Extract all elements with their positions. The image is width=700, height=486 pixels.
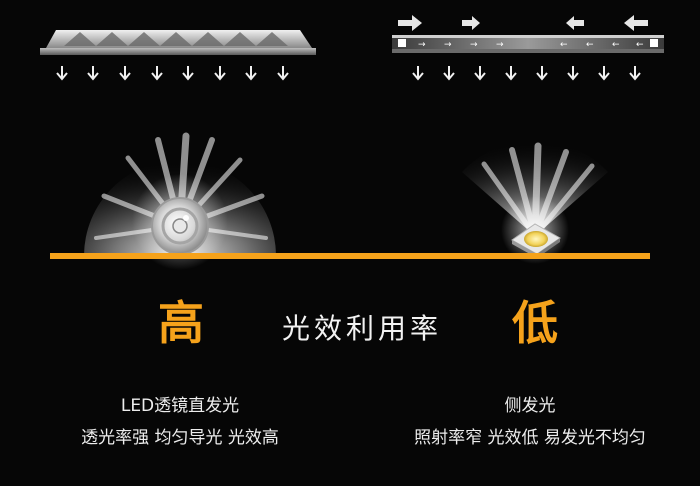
svg-text:←: ← — [560, 40, 568, 50]
arrow-down-icon — [214, 66, 226, 81]
arrow-down-icon — [277, 66, 289, 81]
arrow-down-icon — [474, 66, 486, 81]
downward-arrows-right — [412, 66, 641, 81]
arrow-down-icon — [245, 66, 257, 81]
arrow-down-icon — [505, 66, 517, 81]
edge-led-left — [398, 39, 406, 47]
svg-text:→: → — [444, 40, 452, 50]
inward-arrows — [398, 15, 648, 31]
edge-led-right — [650, 39, 658, 47]
svg-text:→: → — [496, 40, 504, 50]
arrow-down-icon — [443, 66, 455, 81]
svg-text:→: → — [418, 40, 426, 50]
panel-rail — [40, 48, 316, 55]
baseline-bar — [50, 253, 650, 259]
arrow-down-icon — [119, 66, 131, 81]
downward-arrows-left — [56, 66, 289, 81]
arrow-down-icon — [56, 66, 68, 81]
left-caption-line1: LED透镜直发光 — [120, 396, 240, 416]
light-guide-plate — [392, 37, 664, 49]
arrow-left-icon — [624, 15, 648, 31]
edge-lit-diagram: → → → → ← ← ← ← — [392, 15, 664, 53]
inner-flow-arrows: → → → → ← ← ← ← — [418, 40, 644, 50]
arrow-down-icon — [87, 66, 99, 81]
arrow-down-icon — [151, 66, 163, 81]
prism-teeth — [64, 32, 288, 46]
lens-led — [151, 197, 209, 255]
left-grade: 高 — [158, 296, 204, 350]
left-caption-line2: 透光率强 均匀导光 光效高 — [81, 428, 279, 448]
svg-text:←: ← — [612, 40, 620, 50]
right-caption-line2: 照射率窄 光效低 易发光不均匀 — [414, 428, 646, 448]
arrow-left-icon — [566, 16, 584, 30]
right-caption-line1: 侧发光 — [504, 396, 556, 416]
arrow-right-icon — [462, 16, 480, 30]
arrow-down-icon — [598, 66, 610, 81]
arrow-down-icon — [536, 66, 548, 81]
svg-text:→: → — [470, 40, 478, 50]
center-label: 光效利用率 — [282, 312, 443, 345]
arrow-down-icon — [412, 66, 424, 81]
arrow-down-icon — [182, 66, 194, 81]
right-grade: 低 — [512, 296, 558, 350]
svg-text:←: ← — [586, 40, 594, 50]
lens-panel-diagram — [40, 30, 316, 55]
svg-text:←: ← — [636, 40, 644, 50]
arrow-down-icon — [567, 66, 579, 81]
arrow-right-icon — [398, 15, 422, 31]
arrow-down-icon — [629, 66, 641, 81]
